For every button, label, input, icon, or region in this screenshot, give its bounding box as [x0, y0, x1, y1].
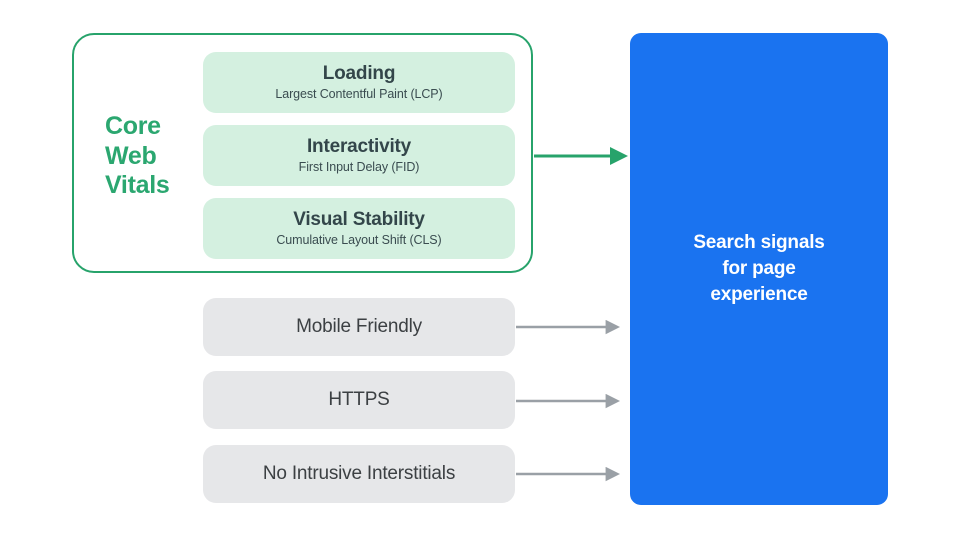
cwv-line-core: Core [105, 112, 161, 140]
vital-card-interactivity-subtitle: First Input Delay (FID) [298, 159, 420, 174]
search-signals-line-3: experience [710, 284, 808, 306]
signal-card-mobile-friendly-label: Mobile Friendly [296, 316, 422, 337]
vital-card-loading[interactable]: Loading Largest Contentful Paint (LCP) [203, 52, 515, 113]
vital-card-loading-subtitle: Largest Contentful Paint (LCP) [275, 86, 443, 101]
vital-card-interactivity-title: Interactivity [306, 135, 412, 157]
signal-card-https[interactable]: HTTPS [203, 371, 515, 429]
signal-card-mobile-friendly[interactable]: Mobile Friendly [203, 298, 515, 356]
signal-card-no-intrusive-interstitials[interactable]: No Intrusive Interstitials [203, 445, 515, 503]
vital-card-visual-stability-title: Visual Stability [293, 208, 425, 230]
cwv-line-vitals: Vitals [105, 171, 170, 199]
search-signals-panel[interactable]: Search signals for page experience [630, 33, 888, 505]
cwv-line-web: Web [105, 141, 157, 170]
vital-card-loading-title: Loading [322, 62, 396, 84]
signal-card-no-intrusive-interstitials-label: No Intrusive Interstitials [262, 463, 456, 484]
signal-card-https-label: HTTPS [328, 389, 390, 410]
search-signals-line-2: for page [722, 257, 796, 279]
core-web-vitals-group [72, 33, 533, 273]
vital-card-interactivity[interactable]: Interactivity First Input Delay (FID) [203, 125, 515, 186]
search-signals-panel-label: Search signals for page experience [693, 230, 825, 309]
search-signals-line-1: Search signals [693, 231, 825, 253]
vital-card-visual-stability[interactable]: Visual Stability Cumulative Layout Shift… [203, 198, 515, 259]
vital-card-visual-stability-subtitle: Cumulative Layout Shift (CLS) [276, 232, 442, 247]
